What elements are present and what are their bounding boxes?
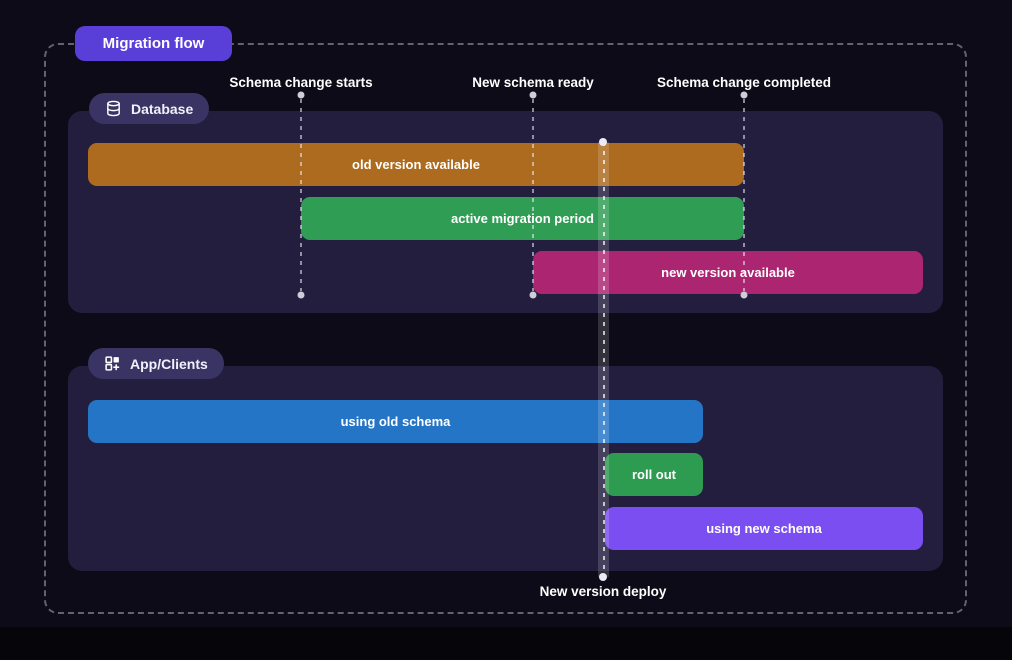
timeline-line-new-schema-ready bbox=[532, 99, 534, 291]
bar-old-version-available: old version available bbox=[88, 143, 744, 186]
bar-label: new version available bbox=[661, 265, 795, 280]
app-clients-section-pill: App/Clients bbox=[88, 348, 224, 379]
timeline-dot bbox=[297, 291, 305, 299]
deploy-line-dashed bbox=[602, 142, 605, 577]
diagram-dashed-frame bbox=[44, 43, 967, 614]
marker-label-new-schema-ready: New schema ready bbox=[472, 75, 594, 90]
timeline-dot bbox=[529, 91, 537, 99]
timeline-line-schema-change-starts bbox=[300, 99, 302, 291]
timeline-dot bbox=[740, 291, 748, 299]
bar-using-old-schema: using old schema bbox=[88, 400, 703, 443]
database-section-pill: Database bbox=[89, 93, 210, 124]
bar-label: roll out bbox=[631, 467, 677, 482]
app-clients-section-label: App/Clients bbox=[130, 355, 208, 372]
marker-label-schema-change-completed: Schema change completed bbox=[656, 75, 832, 90]
database-section-label: Database bbox=[131, 100, 194, 117]
diagram-title-badge: Migration flow bbox=[75, 26, 232, 61]
bottom-black-band bbox=[0, 627, 1012, 660]
marker-label-schema-change-starts: Schema change starts bbox=[229, 75, 373, 90]
bar-using-new-schema: using new schema bbox=[605, 507, 923, 550]
bar-label: using old schema bbox=[340, 414, 451, 429]
marker-label-new-version-deploy: New version deploy bbox=[539, 584, 667, 599]
bar-label: old version available bbox=[352, 157, 480, 172]
bar-roll-out: roll out bbox=[605, 453, 703, 496]
timeline-line-schema-change-completed bbox=[743, 99, 745, 291]
timeline-dot bbox=[740, 91, 748, 99]
database-icon bbox=[105, 100, 122, 117]
deploy-dot-top bbox=[599, 138, 607, 146]
diagram-title: Migration flow bbox=[102, 35, 205, 52]
timeline-dot bbox=[529, 291, 537, 299]
bar-new-version-available: new version available bbox=[533, 251, 923, 294]
bar-label: active migration period bbox=[450, 211, 595, 226]
deploy-dot-bottom bbox=[599, 573, 607, 581]
bar-active-migration-period: active migration period bbox=[301, 197, 744, 240]
timeline-dot bbox=[297, 91, 305, 99]
apps-add-icon bbox=[104, 355, 121, 372]
bar-label: using new schema bbox=[706, 521, 822, 536]
